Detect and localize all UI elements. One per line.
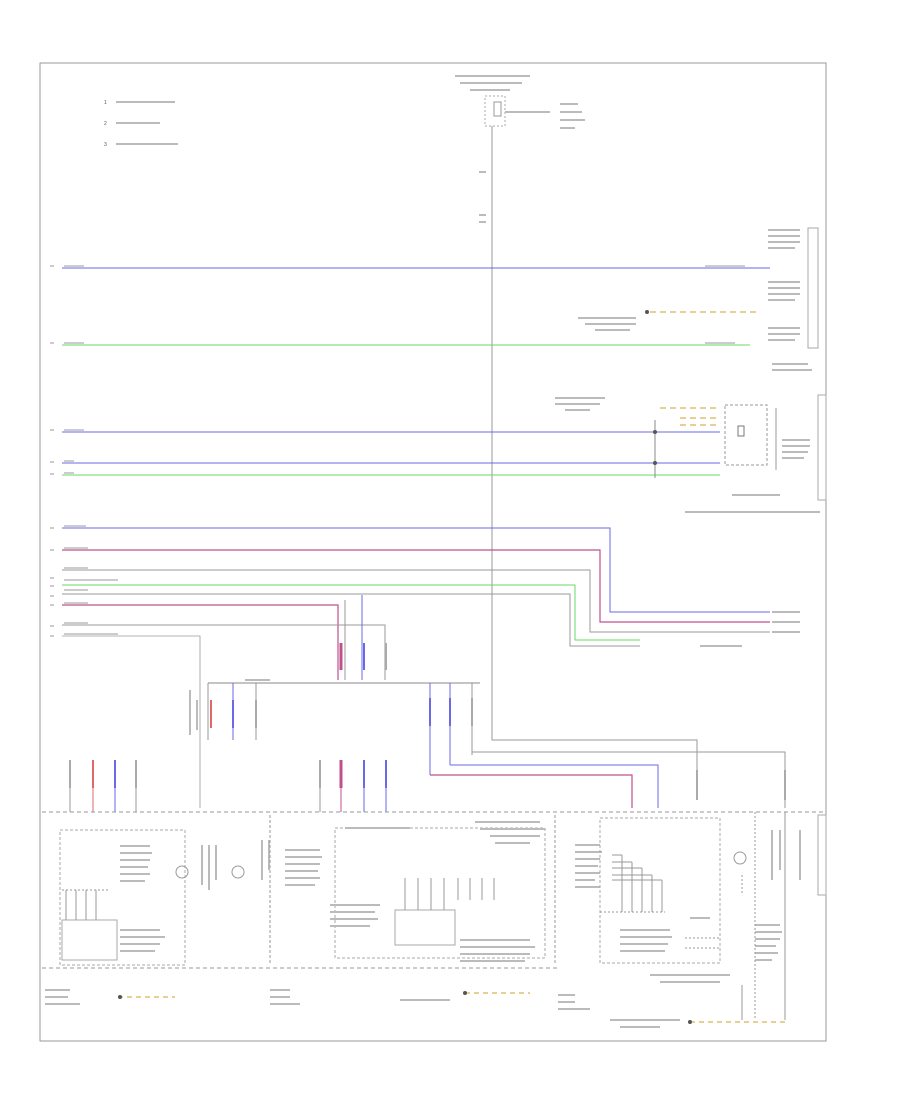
right-top-components [578, 227, 819, 371]
left-headlight-module [59, 815, 271, 966]
ground-connectors [45, 974, 785, 1028]
note-2-number: 2 [104, 121, 107, 127]
right-control-module [555, 394, 827, 513]
note-3-number: 3 [104, 142, 107, 148]
note-1-number: 1 [104, 100, 107, 106]
bottom-component-section [42, 811, 827, 1028]
middle-headlight-module [285, 815, 556, 965]
routed-wires [50, 265, 800, 808]
lower-wire-labels [69, 760, 786, 812]
power-supply-block [455, 75, 585, 223]
right-headlight-module [575, 812, 827, 1020]
horizontal-bus-wires [62, 265, 770, 476]
upper-wire-labels [189, 643, 786, 808]
diagram-border [39, 62, 827, 1042]
notes-legend: 1 2 3 [104, 100, 178, 148]
